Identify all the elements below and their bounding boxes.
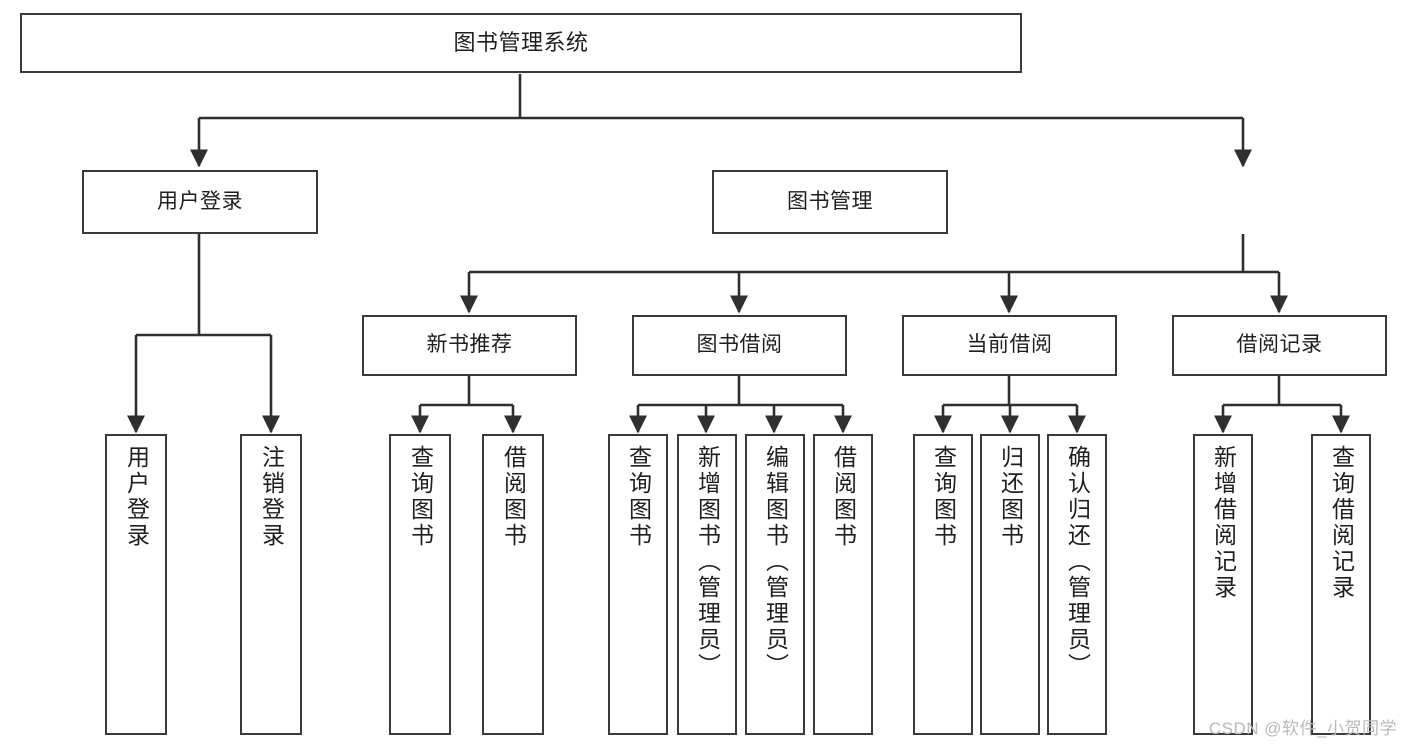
node-leaf-return-book[interactable]: 归还图书 bbox=[980, 434, 1040, 735]
node-leaf-query-book-1-label: 查询图书 bbox=[407, 445, 434, 549]
node-leaf-edit-book[interactable]: 编辑图书（管理员） bbox=[745, 434, 805, 735]
node-leaf-query-book-1[interactable]: 查询图书 bbox=[389, 434, 451, 735]
node-borrow-record-label: 借阅记录 bbox=[1236, 333, 1323, 357]
node-leaf-query-record[interactable]: 查询借阅记录 bbox=[1311, 434, 1371, 735]
node-book-manage-label: 图书管理 bbox=[787, 189, 873, 213]
node-borrow-record[interactable]: 借阅记录 bbox=[1172, 315, 1387, 376]
node-new-book-recommend-label: 新书推荐 bbox=[426, 333, 513, 357]
node-leaf-user-login-label: 用户登录 bbox=[123, 445, 150, 549]
node-leaf-logout-login[interactable]: 注销登录 bbox=[240, 434, 302, 735]
node-leaf-user-login[interactable]: 用户登录 bbox=[105, 434, 167, 735]
node-book-borrow-label: 图书借阅 bbox=[696, 333, 783, 357]
node-leaf-borrow-book-1-label: 借阅图书 bbox=[500, 445, 527, 549]
node-root[interactable]: 图书管理系统 bbox=[20, 13, 1022, 73]
node-leaf-query-record-label: 查询借阅记录 bbox=[1328, 445, 1355, 601]
node-current-borrow[interactable]: 当前借阅 bbox=[902, 315, 1117, 376]
node-leaf-logout-login-label: 注销登录 bbox=[258, 445, 285, 549]
node-root-label: 图书管理系统 bbox=[453, 30, 589, 56]
node-new-book-recommend[interactable]: 新书推荐 bbox=[362, 315, 577, 376]
node-current-borrow-label: 当前借阅 bbox=[966, 333, 1053, 357]
node-leaf-add-record-label: 新增借阅记录 bbox=[1210, 445, 1237, 601]
node-book-borrow[interactable]: 图书借阅 bbox=[632, 315, 847, 376]
node-book-manage[interactable]: 图书管理 bbox=[712, 170, 948, 234]
node-leaf-query-book-2[interactable]: 查询图书 bbox=[608, 434, 668, 735]
node-leaf-borrow-book-2[interactable]: 借阅图书 bbox=[813, 434, 873, 735]
node-leaf-confirm-return-label: 确认归还（管理员） bbox=[1064, 445, 1091, 679]
node-leaf-borrow-book-1[interactable]: 借阅图书 bbox=[482, 434, 544, 735]
node-user-login[interactable]: 用户登录 bbox=[82, 170, 318, 234]
node-leaf-add-book[interactable]: 新增图书（管理员） bbox=[677, 434, 737, 735]
node-leaf-query-book-3-label: 查询图书 bbox=[930, 445, 957, 549]
node-leaf-add-book-label: 新增图书（管理员） bbox=[694, 445, 721, 679]
node-leaf-confirm-return[interactable]: 确认归还（管理员） bbox=[1047, 434, 1107, 735]
node-user-login-label: 用户登录 bbox=[157, 189, 243, 213]
node-leaf-query-book-2-label: 查询图书 bbox=[625, 445, 652, 549]
node-leaf-borrow-book-2-label: 借阅图书 bbox=[830, 445, 857, 549]
node-leaf-return-book-label: 归还图书 bbox=[997, 445, 1024, 549]
node-leaf-query-book-3[interactable]: 查询图书 bbox=[913, 434, 973, 735]
csdn-watermark: CSDN @软件_小贺同学 bbox=[1208, 719, 1397, 738]
node-leaf-edit-book-label: 编辑图书（管理员） bbox=[762, 445, 789, 679]
node-leaf-add-record[interactable]: 新增借阅记录 bbox=[1193, 434, 1253, 735]
